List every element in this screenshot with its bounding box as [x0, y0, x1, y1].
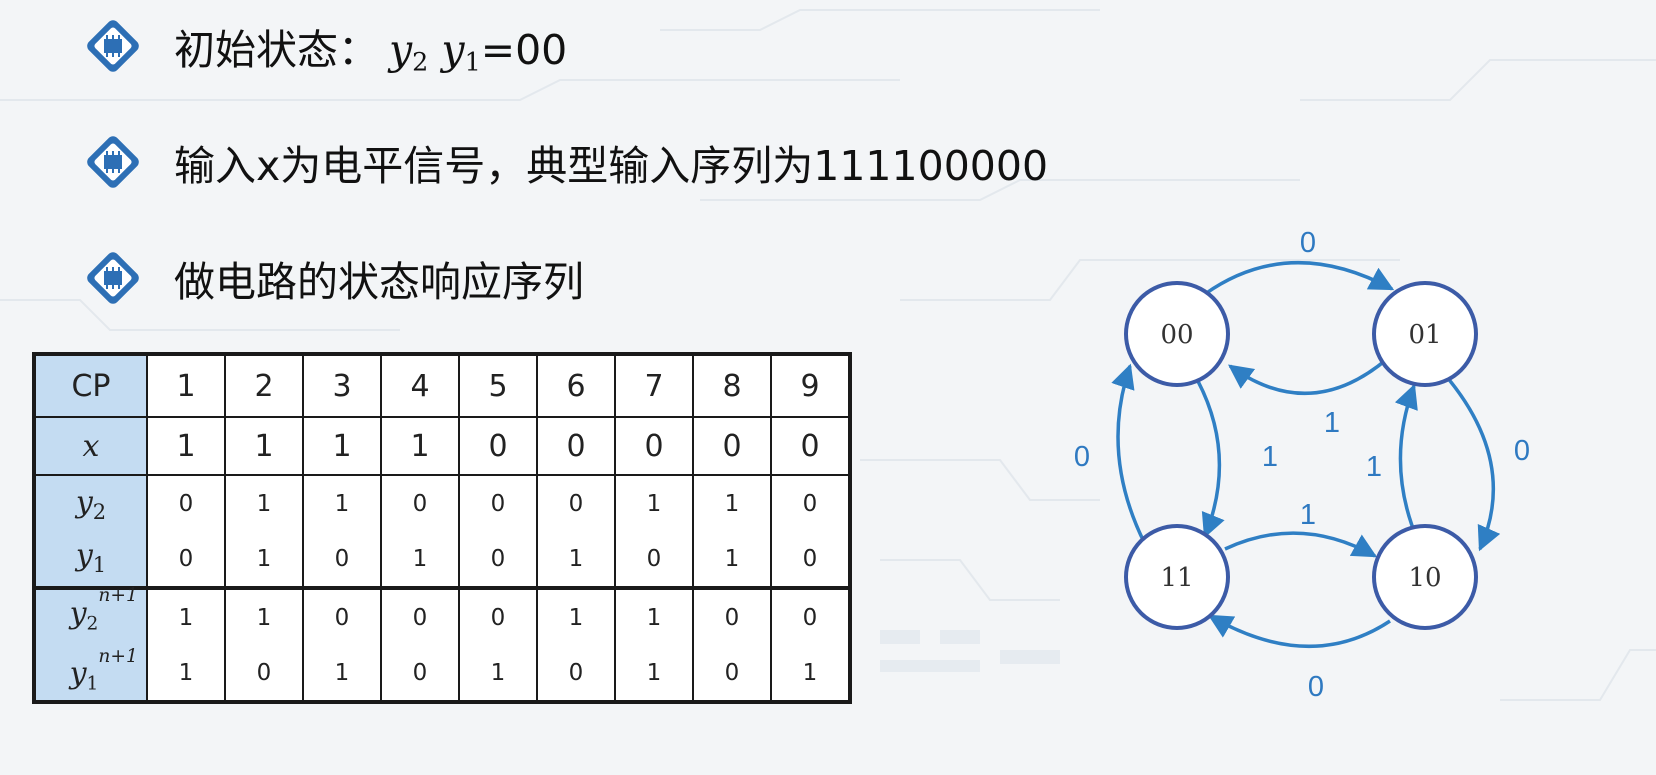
- label-11-to-10: 1: [1300, 499, 1316, 531]
- state-label-11: 11: [1160, 563, 1193, 593]
- bullet-task: 做电路的状态响应序列: [84, 248, 584, 308]
- task-text: 做电路的状态响应序列: [174, 258, 584, 306]
- x-cell: 0: [614, 416, 694, 476]
- input-sequence-text: 输入x为电平信号，典型输入序列为111100000: [174, 142, 1049, 190]
- bullet-initial-state: 初始状态：y2 y1=00: [84, 16, 567, 76]
- label-01-to-10: 0: [1514, 435, 1530, 467]
- label-01-to-00: 1: [1324, 407, 1340, 439]
- initial-state-vars: y2 y1: [389, 25, 481, 77]
- cp-cell: 6: [536, 353, 616, 418]
- label-10-to-11: 0: [1308, 671, 1324, 703]
- chip-icon: [87, 20, 139, 72]
- x-cell: 1: [380, 416, 460, 476]
- cp-cell: 2: [224, 353, 304, 418]
- state-label-10: 10: [1408, 563, 1441, 593]
- initial-state-label: 初始状态：: [174, 25, 379, 74]
- state-node-00: [1124, 281, 1230, 387]
- edge-01-to-10: [1438, 367, 1501, 552]
- table-row-x: x 1 1 1 1 0 0 0 0 0: [33, 416, 851, 476]
- header-x: x: [33, 416, 148, 476]
- edge-11-to-10: [1224, 531, 1378, 558]
- state-node-11: [1124, 524, 1230, 630]
- edge-01-to-00: [1228, 357, 1389, 395]
- state-label-00: 00: [1160, 320, 1193, 350]
- x-cell: 0: [458, 416, 538, 476]
- x-cell: 0: [770, 416, 851, 476]
- cp-cell: 5: [458, 353, 538, 418]
- table-row-cp: CP 1 2 3 4 5 6 7 8 9: [33, 353, 851, 418]
- cp-cell: 3: [302, 353, 382, 418]
- state-node-01: [1372, 281, 1478, 387]
- cp-cell: 7: [614, 353, 694, 418]
- cp-cell: 1: [146, 353, 226, 418]
- edge-00-to-11: [1188, 366, 1225, 539]
- edge-00-to-01: [1203, 260, 1395, 296]
- state-diagram: 0 1 0 1 0 1 0 1 00 01 11 10: [1074, 227, 1530, 703]
- state-node-10: [1372, 524, 1478, 630]
- label-11-to-00: 0: [1074, 441, 1090, 473]
- header-cp: CP: [33, 353, 148, 418]
- x-cell: 1: [224, 416, 304, 476]
- label-00-to-01: 0: [1300, 227, 1316, 259]
- header-current-state: y2 y1: [33, 474, 148, 589]
- edge-10-to-11: [1207, 614, 1391, 649]
- chip-icon: [87, 136, 139, 188]
- edge-11-to-00: [1111, 363, 1147, 545]
- chip-icon: [87, 252, 139, 304]
- initial-state-value: =00: [480, 25, 568, 74]
- bullet-input-sequence: 输入x为电平信号，典型输入序列为111100000: [84, 132, 1048, 192]
- x-cell: 0: [536, 416, 616, 476]
- x-cell: 0: [692, 416, 772, 476]
- edge-10-to-01: [1394, 383, 1420, 542]
- label-10-to-01: 1: [1366, 451, 1382, 483]
- state-label-01: 01: [1408, 320, 1441, 350]
- state-response-table: CP 1 2 3 4 5 6 7 8 9 x 1 1 1 1 0 0 0 0 0: [32, 352, 852, 704]
- cp-cell: 8: [692, 353, 772, 418]
- cp-cell: 4: [380, 353, 460, 418]
- label-00-to-11: 1: [1262, 441, 1278, 473]
- cp-cell: 9: [770, 353, 851, 418]
- x-cell: 1: [146, 416, 226, 476]
- x-cell: 1: [302, 416, 382, 476]
